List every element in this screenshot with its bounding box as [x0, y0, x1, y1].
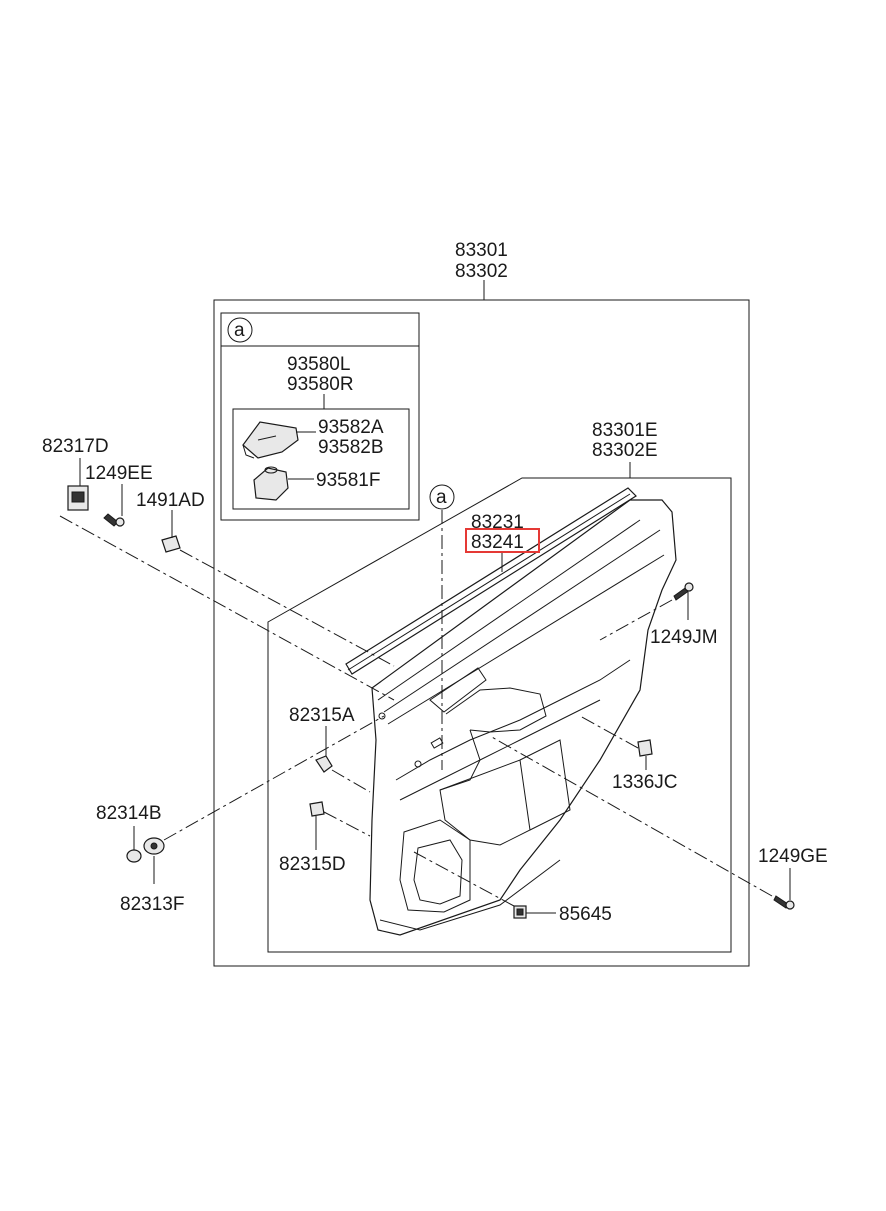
label-1249ge[interactable]: 1249GE	[758, 846, 828, 867]
detail-a-box	[220, 312, 420, 521]
weatherstrip-part	[345, 487, 637, 675]
label-83301[interactable]: 83301	[455, 240, 508, 261]
grommet-82313f-part	[143, 837, 165, 855]
screw-1249ee-part	[103, 513, 125, 527]
label-93580l[interactable]: 93580L	[287, 354, 350, 375]
highlight-box-83241	[465, 528, 540, 553]
label-93581f[interactable]: 93581F	[316, 470, 380, 491]
door-trim-panel-frame	[267, 477, 732, 953]
clip-1491ad-part	[161, 535, 181, 553]
ref-a-circle-callout	[429, 484, 455, 510]
label-93582b[interactable]: 93582B	[318, 437, 384, 458]
label-1336jc[interactable]: 1336JC	[612, 772, 678, 793]
assembly-outer-frame	[213, 299, 750, 967]
label-82317d[interactable]: 82317D	[42, 436, 109, 457]
label-1249ee[interactable]: 1249EE	[85, 463, 153, 484]
label-83302e[interactable]: 83302E	[592, 440, 658, 461]
clip-82315d-part	[309, 801, 325, 817]
switch-unit-part	[253, 466, 289, 501]
ref-a-box-text: a	[234, 320, 245, 341]
label-1491ad[interactable]: 1491AD	[136, 490, 205, 511]
label-93580r[interactable]: 93580R	[287, 374, 354, 395]
ref-a-callout-text: a	[436, 487, 447, 508]
detail-a-inner-box	[232, 408, 410, 510]
label-83301e[interactable]: 83301E	[592, 420, 658, 441]
nut-1336jc-part	[637, 739, 653, 757]
switch-cover-part	[242, 421, 299, 459]
clip-82317d-part	[67, 485, 89, 511]
clip-85645-part	[513, 905, 527, 919]
screw-1249ge-part	[773, 895, 795, 910]
label-83241[interactable]: 83241	[471, 532, 524, 553]
label-1249jm[interactable]: 1249JM	[650, 627, 718, 648]
door-trim-panel	[369, 499, 677, 936]
ref-a-circle-box	[227, 317, 253, 343]
clip-82315a-part	[315, 755, 333, 773]
screw-1249jm-part	[673, 582, 694, 601]
label-93582a[interactable]: 93582A	[318, 417, 384, 438]
label-82315a[interactable]: 82315A	[289, 705, 355, 726]
cap-82314b-part	[126, 849, 142, 863]
label-82315d[interactable]: 82315D	[279, 854, 346, 875]
label-83302[interactable]: 83302	[455, 261, 508, 282]
label-85645[interactable]: 85645	[559, 904, 612, 925]
label-82313f[interactable]: 82313F	[120, 894, 184, 915]
label-82314b[interactable]: 82314B	[96, 803, 162, 824]
label-83231[interactable]: 83231	[471, 512, 524, 533]
